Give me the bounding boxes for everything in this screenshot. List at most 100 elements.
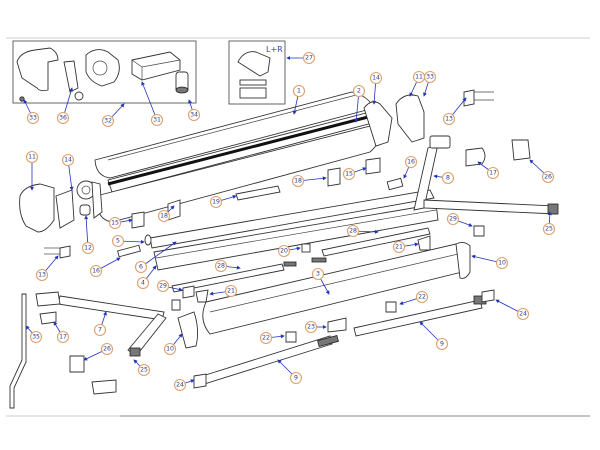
callout-label: 31 (153, 117, 161, 124)
callout-circle (134, 260, 148, 274)
callout-circle (214, 259, 228, 273)
part-screw (19, 96, 25, 102)
callout-14: 14 (369, 71, 383, 85)
part-bracket-22b (385, 301, 397, 313)
callout-24: 24 (173, 378, 187, 392)
part-bracket-21b (417, 235, 431, 251)
callout-circle (157, 209, 171, 223)
callout-23: 23 (304, 320, 318, 334)
callout-label: 5 (116, 238, 120, 245)
callout-16: 16 (404, 155, 418, 169)
callout-9: 9 (435, 337, 449, 351)
part-control-box (131, 51, 181, 81)
callout-circle (56, 330, 70, 344)
callout-36: 36 (56, 111, 70, 125)
callout-label: 18 (160, 213, 168, 220)
callout-label: 35 (32, 334, 40, 341)
callout-label: 29 (159, 283, 167, 290)
part-bracket-24a (193, 373, 207, 389)
callout-label: 17 (489, 170, 497, 177)
part-link-20a (283, 261, 297, 267)
callout-label: 22 (262, 335, 270, 342)
callout-label: 25 (545, 226, 553, 233)
part-front-profile-4 (153, 203, 439, 271)
callout-circle (173, 378, 187, 392)
callout-label: 3 (316, 271, 320, 278)
inset-box-motor-kit (12, 40, 197, 104)
part-arm-7 (57, 295, 165, 321)
callout-label: 9 (440, 341, 444, 348)
callout-circle (163, 342, 177, 356)
part-front-profile-4-line (155, 209, 437, 259)
callout-label: 28 (217, 263, 225, 270)
callout-circle (352, 84, 366, 98)
callout-circle (89, 264, 103, 278)
callout-circle (136, 276, 150, 290)
callout-14: 14 (61, 153, 75, 167)
callout-label: 28 (349, 228, 357, 235)
callout-circle (542, 222, 556, 236)
callout-label: 36 (59, 115, 67, 122)
callout-circle (369, 71, 383, 85)
callout-circle (392, 240, 406, 254)
callout-label: 27 (305, 55, 313, 62)
part-bracket-15b (131, 211, 145, 229)
callout-label: 11 (415, 74, 423, 81)
part-bracket-18a (327, 167, 341, 187)
callout-label: 26 (544, 174, 552, 181)
callout-circle (100, 342, 114, 356)
callout-label: 18 (294, 178, 302, 185)
callout-circle (346, 224, 360, 238)
callout-33: 33 (26, 111, 40, 125)
callout-circle (101, 114, 115, 128)
part-insert-27a (239, 79, 267, 86)
callout-13: 13 (442, 112, 456, 126)
callout-circle (26, 111, 40, 125)
leader-line-31 (141, 81, 158, 121)
callout-11: 11 (412, 70, 426, 84)
callout-28: 28 (346, 224, 360, 238)
callout-25: 25 (137, 363, 151, 377)
callout-label: 14 (64, 157, 72, 164)
callout-33: 33 (423, 70, 437, 84)
callout-29: 29 (156, 279, 170, 293)
callout-label: 25 (140, 367, 148, 374)
part-end-cap-27 (237, 51, 271, 77)
callout-circle (289, 371, 303, 385)
callout-label: 29 (449, 216, 457, 223)
part-end-cap-10-left (177, 311, 199, 349)
part-end-cover-11 (19, 183, 55, 233)
part-bracket-21a (195, 289, 209, 303)
callout-circle (446, 212, 460, 226)
callout-22: 22 (415, 290, 429, 304)
part-bracket-22a (285, 331, 297, 343)
callout-label: 33 (426, 74, 434, 81)
part-arm-7-joint (129, 347, 141, 357)
part-end-plate-14a (55, 189, 75, 229)
part-motor-gear (92, 60, 108, 76)
callout-label: 2 (357, 88, 361, 95)
callout-circle (302, 51, 316, 65)
callout-3: 3 (311, 267, 325, 281)
callout-circle (342, 167, 356, 181)
callout-5: 5 (111, 234, 125, 248)
callout-circle (56, 111, 70, 125)
callout-circle (423, 70, 437, 84)
callout-18: 18 (157, 209, 171, 223)
callout-label: 23 (307, 324, 315, 331)
callout-10: 10 (163, 342, 177, 356)
callout-25: 25 (542, 222, 556, 236)
part-spring-16 (117, 244, 141, 258)
callout-26: 26 (100, 342, 114, 356)
callout-28: 28 (214, 259, 228, 273)
callout-circle (541, 170, 555, 184)
callout-circle (435, 337, 449, 351)
callout-label: 12 (84, 245, 92, 252)
callout-label: 19 (212, 199, 220, 206)
part-roller-stripe-1 (107, 114, 373, 186)
callout-15: 15 (342, 167, 356, 181)
callout-circle (292, 84, 306, 98)
callout-4: 4 (136, 276, 150, 290)
callout-circle (304, 320, 318, 334)
